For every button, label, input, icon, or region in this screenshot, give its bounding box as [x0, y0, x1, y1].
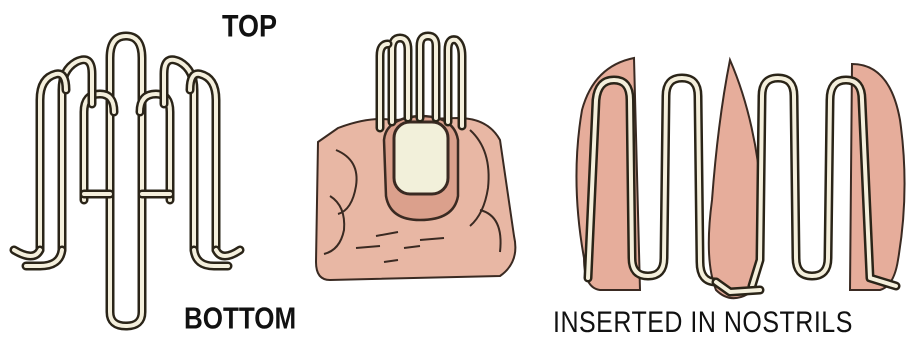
top-label: TOP — [222, 8, 277, 45]
device-diagram-left — [14, 36, 240, 326]
bottom-label: BOTTOM — [184, 300, 296, 337]
inserted-in-nostrils-label: INSERTED IN NOSTRILS — [553, 306, 853, 340]
nostril-illustration — [576, 58, 904, 298]
finger-illustration — [316, 36, 515, 280]
